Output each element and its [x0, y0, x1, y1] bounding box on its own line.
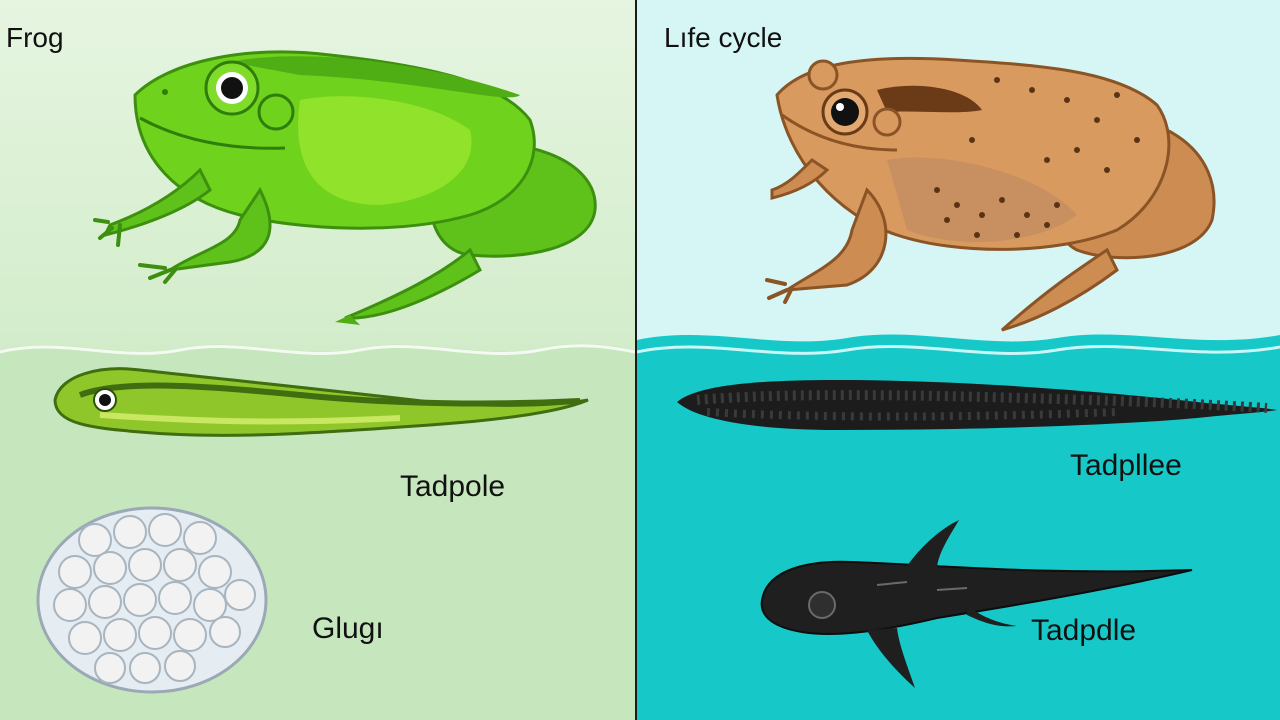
spawn-label: Tadpllee: [1070, 449, 1182, 482]
spawn-strand: [677, 380, 1277, 430]
brown-toad: [765, 56, 1216, 332]
tadpole-label-right: Tadpdle: [1031, 614, 1137, 647]
left-illustration: [0, 50, 635, 720]
right-panel-title: Lıfe cycle: [664, 22, 783, 53]
egg-cluster: [36, 506, 268, 694]
water-line: [0, 344, 635, 355]
right-panel: Lıfe cycle Tadpllee Tadpdle: [637, 0, 1280, 720]
green-frog: [93, 50, 597, 325]
panel-divider: [635, 0, 637, 720]
left-panel-title: Frog: [6, 22, 64, 53]
tadpole-label: Tadpole: [400, 470, 506, 503]
eggs-label: Glugı: [312, 612, 384, 645]
dark-tadpole: [760, 520, 1193, 688]
left-panel: Frog Tadpole Glugı: [0, 0, 635, 720]
right-illustration: [637, 56, 1280, 720]
green-tadpole: [53, 367, 589, 437]
water-line: [637, 345, 1280, 355]
